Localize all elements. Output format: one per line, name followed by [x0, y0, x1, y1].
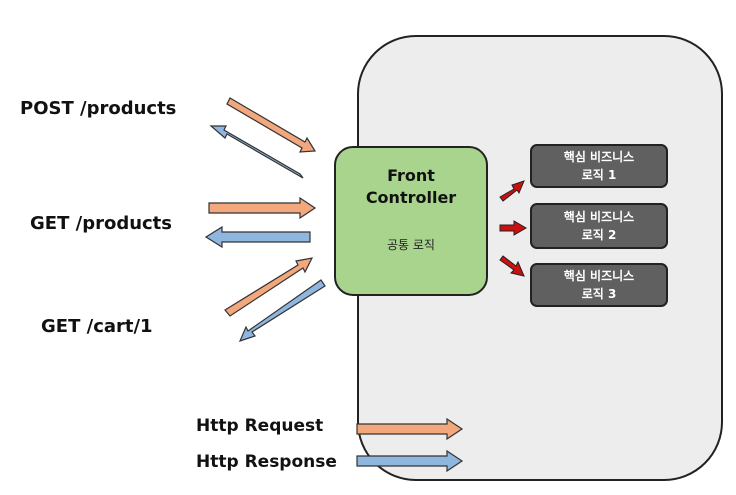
controller-to-logic-3-arrow	[499, 255, 525, 277]
business-logic-box-2	[530, 203, 668, 249]
get-cart-response-arrow	[238, 279, 326, 342]
post-products-response-arrow	[209, 125, 304, 179]
legend-request-arrow	[356, 417, 464, 441]
request-label-get-cart: GET /cart/1	[41, 316, 153, 337]
request-label-get-products: GET /products	[30, 213, 173, 234]
business-logic-1-line1: 핵심 비즈니스	[563, 150, 635, 164]
business-logic-label-3: 핵심 비즈니스 로직 3	[531, 264, 667, 306]
request-label-post-products: POST /products	[20, 98, 177, 119]
get-products-response-arrow	[204, 225, 311, 249]
business-logic-3-line1: 핵심 비즈니스	[563, 269, 635, 283]
business-logic-label-1: 핵심 비즈니스 로직 1	[531, 145, 667, 187]
business-logic-2-line2: 로직 2	[581, 228, 617, 242]
business-logic-box-1	[530, 144, 668, 188]
legend-request-label: Http Request	[196, 416, 324, 436]
business-logic-3-line2: 로직 3	[581, 287, 617, 301]
controller-to-logic-1-arrow	[499, 180, 525, 202]
legend-response-label: Http Response	[196, 452, 337, 472]
front-controller-box	[334, 146, 488, 296]
front-controller-subtitle: 공통 로직	[387, 238, 435, 252]
get-products-request-arrow	[208, 196, 317, 220]
business-logic-label-2: 핵심 비즈니스 로직 2	[531, 205, 667, 247]
get-cart-request-arrow	[224, 257, 314, 317]
front-controller-title-line2: Controller	[365, 188, 457, 207]
legend-response-arrow	[356, 449, 464, 473]
front-controller-title: Front Controller	[335, 165, 487, 209]
business-logic-box-3	[530, 263, 668, 307]
business-logic-2-line1: 핵심 비즈니스	[563, 210, 635, 224]
controller-to-logic-2-arrow	[499, 220, 527, 236]
front-controller-title-line1: Front	[387, 166, 435, 185]
post-products-request-arrow	[226, 97, 317, 153]
business-logic-1-line2: 로직 1	[581, 168, 617, 182]
